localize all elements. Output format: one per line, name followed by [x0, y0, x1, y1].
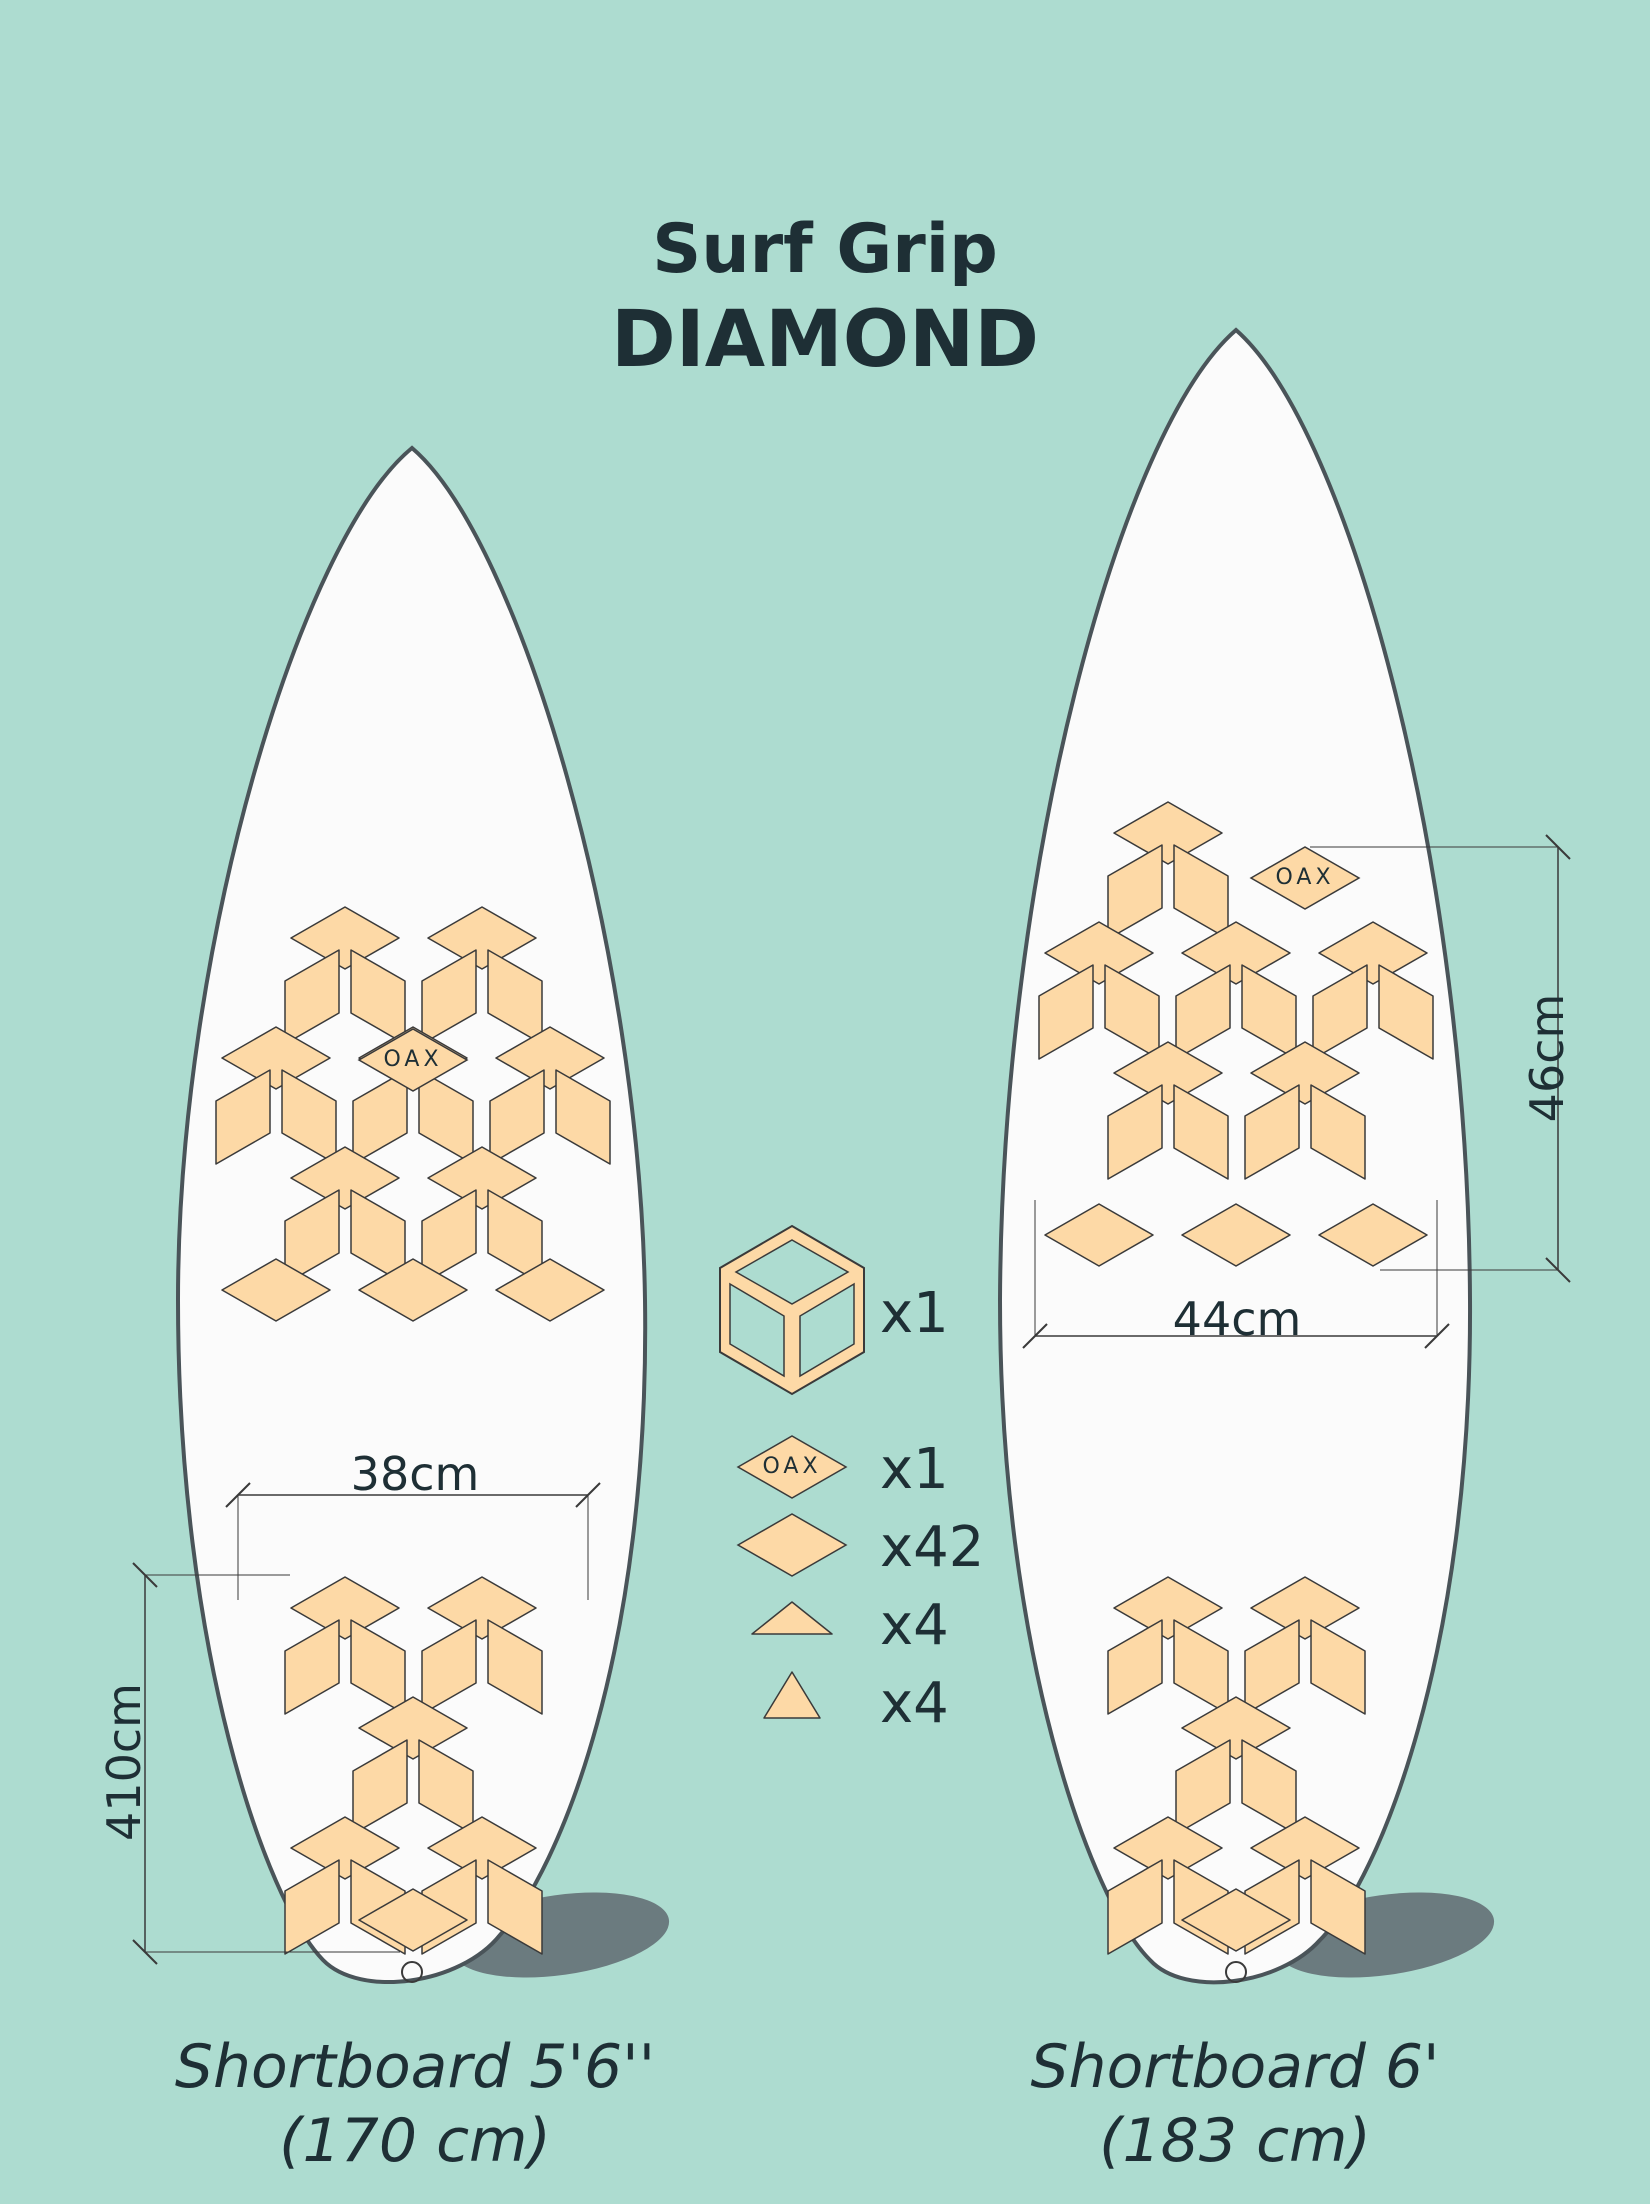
- legend-logo-diamond-icon: OAX: [736, 1435, 848, 1499]
- width-dimension-left: [225, 1482, 601, 1600]
- title-line-2: DIAMOND: [610, 295, 1040, 385]
- caption-left: Shortboard 5'6'' (170 cm): [65, 2030, 765, 2178]
- surfboard-left: [175, 445, 648, 1985]
- svg-text:OAX: OAX: [762, 1454, 821, 1479]
- length-label-right: 46cm: [1520, 994, 1574, 1123]
- legend-triangle-count: x4: [880, 1671, 949, 1736]
- leash-plug-right: [1225, 1961, 1247, 1983]
- length-dimension-left: [132, 1562, 400, 1965]
- width-label-left: 38cm: [351, 1447, 480, 1501]
- logo-diamond-right: OAX: [1249, 846, 1361, 910]
- legend-logo-diamond-count: x1: [880, 1437, 949, 1502]
- width-label-right: 44cm: [1173, 1292, 1302, 1346]
- svg-text:OAX: OAX: [1275, 865, 1334, 890]
- caption-right-size: (183 cm): [1099, 2106, 1371, 2176]
- caption-left-size: (170 cm): [279, 2106, 551, 2176]
- svg-text:OAX: OAX: [383, 1047, 442, 1072]
- leash-plug-left: [401, 1961, 423, 1983]
- title-line-1: Surf Grip: [652, 210, 998, 289]
- legend-diamond-icon: [736, 1513, 848, 1577]
- legend-wide-triangle-icon: [751, 1601, 833, 1635]
- legend-hexagon-icon: [719, 1224, 865, 1396]
- legend-triangle-icon: [763, 1671, 821, 1719]
- legend-hexagon-count: x1: [880, 1281, 949, 1346]
- logo-diamond-left: OAX: [357, 1028, 469, 1092]
- caption-right-name: Shortboard 6': [1030, 2032, 1440, 2102]
- legend-wide-triangle-count: x4: [880, 1593, 949, 1658]
- caption-left-name: Shortboard 5'6'': [174, 2032, 656, 2102]
- length-label-left: 410cm: [97, 1683, 151, 1841]
- length-dimension-right: [1310, 834, 1571, 1283]
- width-dimension-right: [1022, 1200, 1450, 1349]
- caption-right: Shortboard 6' (183 cm): [885, 2030, 1585, 2178]
- legend-diamond-count: x42: [880, 1515, 984, 1580]
